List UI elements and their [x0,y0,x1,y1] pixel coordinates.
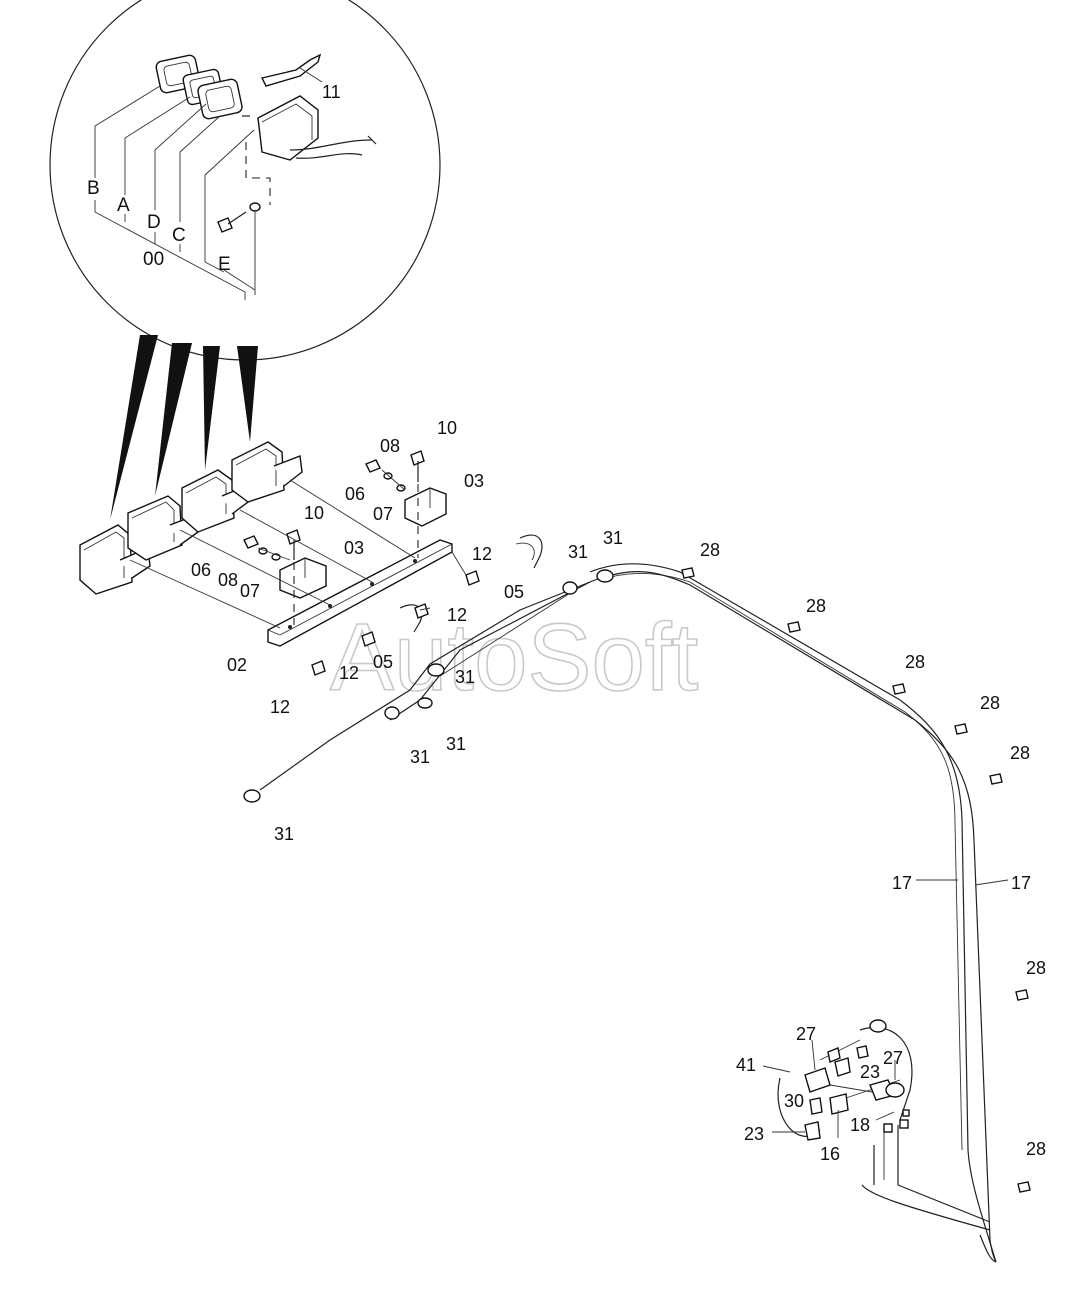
callout-leaders [762,879,1009,1138]
callout-05-a: 05 [504,582,524,602]
callout-27-b: 27 [883,1048,903,1068]
callout-08-mid: 08 [218,570,238,590]
callout-10-mid: 10 [304,503,324,523]
callout-28-e: 28 [1010,743,1030,763]
callout-31-f: 31 [274,824,294,844]
inset-label-e: E [218,254,231,275]
inset-label-a: A [117,195,130,216]
callout-18: 18 [850,1115,870,1135]
inset-label-00: 00 [143,249,164,270]
detail-pointers [110,335,258,520]
switch-assembly [804,1019,910,1141]
callout-11: 11 [322,82,341,102]
callout-27-a: 27 [796,1024,816,1044]
callout-07-mid: 07 [240,581,260,601]
callout-28-f: 28 [1026,958,1046,978]
callout-05-b: 05 [373,652,393,672]
callout-31-e: 31 [410,747,430,767]
inset-label-d: D [147,212,161,233]
callout-06-mid: 06 [191,560,211,580]
callout-02: 02 [227,655,247,675]
inset-label-c: C [172,225,186,246]
callout-17-a: 17 [892,873,912,893]
callout-07-top: 07 [373,504,393,524]
callout-03-top: 03 [464,471,484,491]
wiring-harness [259,563,997,1263]
detail-inset [49,0,441,361]
callout-31-a: 31 [568,542,588,562]
callout-17-b: 17 [1011,873,1031,893]
work-lamps [79,441,303,595]
callout-12-a: 12 [472,544,492,564]
callout-28-c: 28 [905,652,925,672]
callout-28-g: 28 [1026,1139,1046,1159]
callout-03-mid: 03 [344,538,364,558]
inset-label-b: B [87,178,100,199]
callout-28-b: 28 [806,596,826,616]
callout-28-a: 28 [700,540,720,560]
callout-12-d: 12 [270,697,290,717]
callout-31-c: 31 [455,667,475,687]
callout-31-b: 31 [603,528,623,548]
harness-clips [681,567,1031,1193]
callout-12-b: 12 [447,605,467,625]
callout-23-a: 23 [860,1062,880,1082]
mounting-bracket [129,450,543,676]
work-lamp-3 [181,469,249,533]
harness-clamps [243,569,614,803]
callout-16: 16 [820,1144,840,1164]
callout-08-top: 08 [380,436,400,456]
callout-41: 41 [736,1055,756,1075]
callout-10-top: 10 [437,418,457,438]
callout-06-top: 06 [345,484,365,504]
work-lamp-4 [231,441,303,503]
callout-numbers: 10 08 06 07 03 10 06 08 07 03 12 12 12 1… [191,418,1046,1164]
callout-28-d: 28 [980,693,1000,713]
callout-31-d: 31 [446,734,466,754]
callout-30: 30 [784,1091,804,1111]
callout-12-c: 12 [339,663,359,683]
callout-23-b: 23 [744,1124,764,1144]
